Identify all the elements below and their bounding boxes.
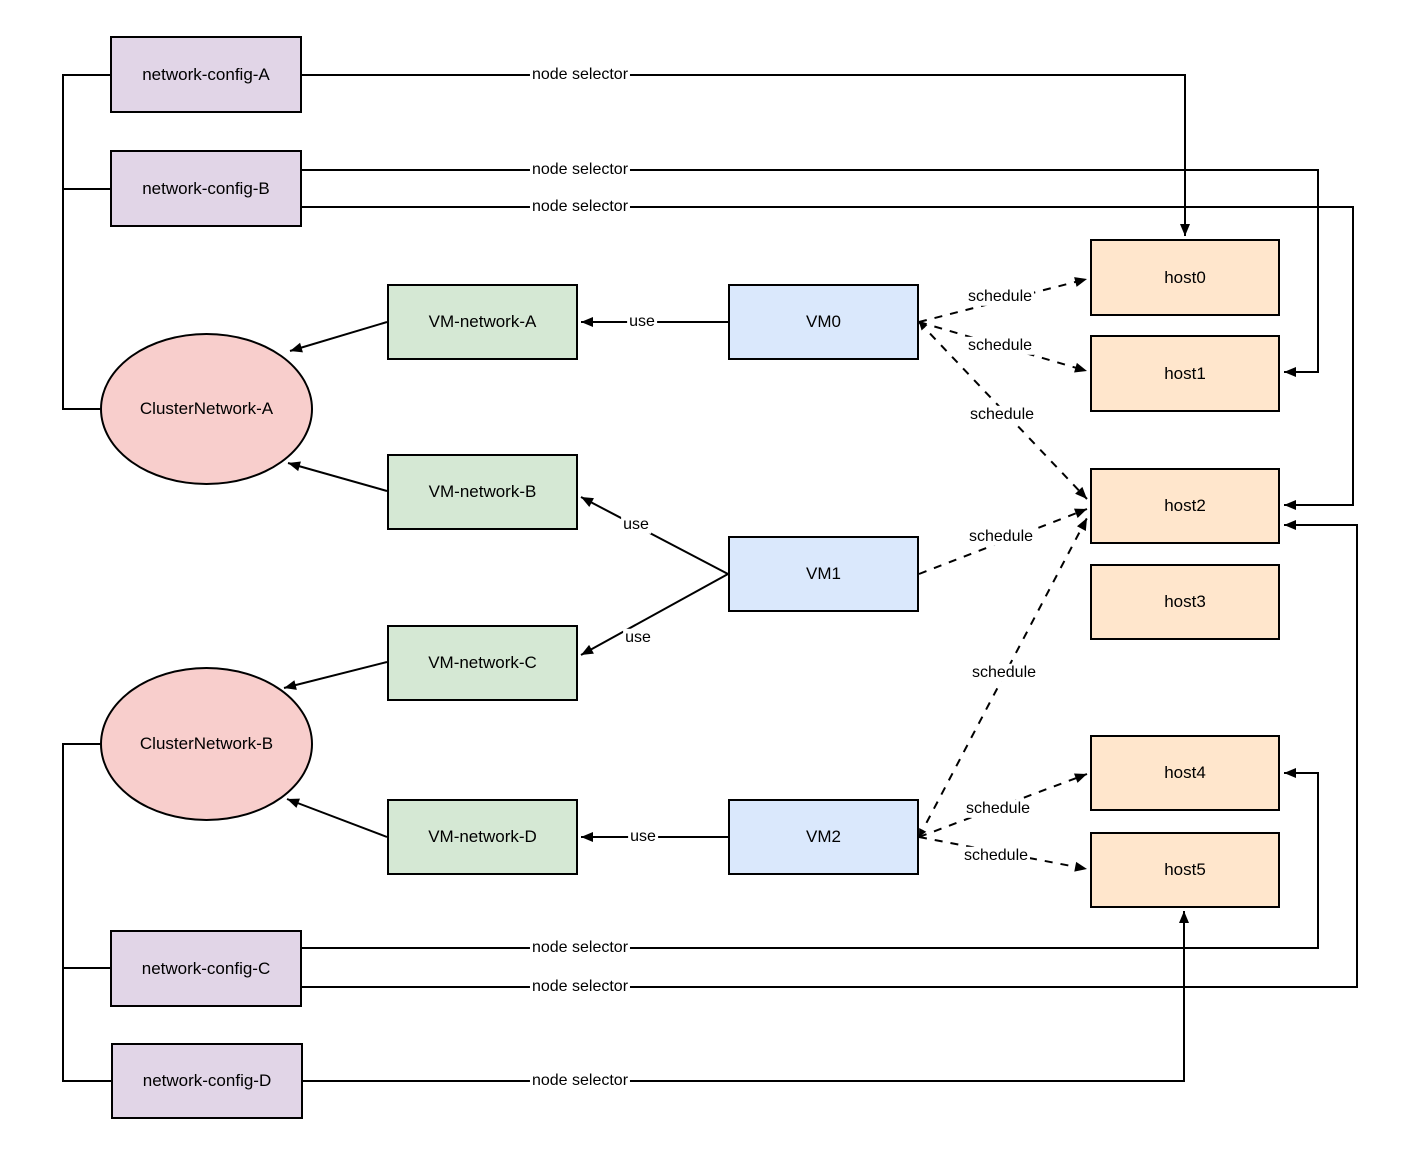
node-host3: host3 [1090, 564, 1280, 640]
edge-label-schedule: schedule [961, 846, 1031, 866]
node-network-config-A: network-config-A [110, 36, 302, 113]
node-host5: host5 [1090, 832, 1280, 908]
node-vm0: VM0 [728, 284, 919, 360]
edge-label-use: use [628, 827, 658, 847]
edge-label-use: use [621, 515, 651, 535]
node-vm-network-A: VM-network-A [387, 284, 578, 360]
node-vm1: VM1 [728, 536, 919, 612]
node-network-config-D: network-config-D [111, 1043, 303, 1119]
edge-network-config-A-clusternetwork-A [62, 74, 110, 410]
edge-label-schedule: schedule [969, 663, 1039, 683]
node-host1: host1 [1090, 335, 1280, 412]
edge-label-schedule: schedule [965, 287, 1035, 307]
edge-label-schedule: schedule [963, 799, 1033, 819]
edge-label-schedule: schedule [967, 405, 1037, 425]
edge-label-node-selector: node selector [529, 977, 631, 997]
edge-network-config-B-clusternetwork-A [62, 188, 110, 410]
edge-label-use: use [623, 628, 653, 648]
edge-vm2-host4 [918, 773, 1088, 838]
edge-vm-network-C-clusternetwork-B [283, 661, 388, 690]
edge-label-schedule: schedule [965, 336, 1035, 356]
edge-network-config-B-host1 [302, 169, 1319, 377]
edge-label-schedule: schedule [966, 527, 1036, 547]
node-host4: host4 [1090, 735, 1280, 811]
node-vm-network-B: VM-network-B [387, 454, 578, 530]
node-clusternetwork-B: ClusterNetwork-B [100, 667, 313, 821]
edge-network-config-C-clusternetwork-B [62, 743, 110, 969]
edge-label-node-selector: node selector [529, 197, 631, 217]
node-clusternetwork-A: ClusterNetwork-A [100, 333, 313, 485]
node-network-config-C: network-config-C [110, 930, 302, 1007]
edge-network-config-C-host2 [302, 520, 1358, 988]
edge-vm1-vm-network-C [580, 573, 729, 656]
edge-label-node-selector: node selector [529, 65, 631, 85]
edge-vm1-vm-network-B [580, 496, 729, 575]
edge-vm-network-B-clusternetwork-A [287, 461, 388, 492]
edge-network-config-C-host4 [302, 768, 1319, 949]
node-vm2: VM2 [728, 799, 919, 875]
node-vm-network-D: VM-network-D [387, 799, 578, 875]
edge-network-config-B-host2 [302, 206, 1354, 510]
edge-label-node-selector: node selector [529, 938, 631, 958]
node-host2: host2 [1090, 468, 1280, 544]
edge-label-use: use [627, 312, 657, 332]
edge-network-config-D-host5 [302, 911, 1189, 1082]
edge-network-config-D-clusternetwork-B [62, 743, 111, 1082]
node-vm-network-C: VM-network-C [387, 625, 578, 701]
edge-vm-network-D-clusternetwork-B [286, 798, 388, 838]
node-host0: host0 [1090, 239, 1280, 316]
node-network-config-B: network-config-B [110, 150, 302, 227]
edge-label-node-selector: node selector [529, 1071, 631, 1091]
edge-label-node-selector: node selector [529, 160, 631, 180]
edge-vm-network-A-clusternetwork-A [289, 321, 388, 353]
edge-network-config-A-host0 [302, 74, 1190, 236]
